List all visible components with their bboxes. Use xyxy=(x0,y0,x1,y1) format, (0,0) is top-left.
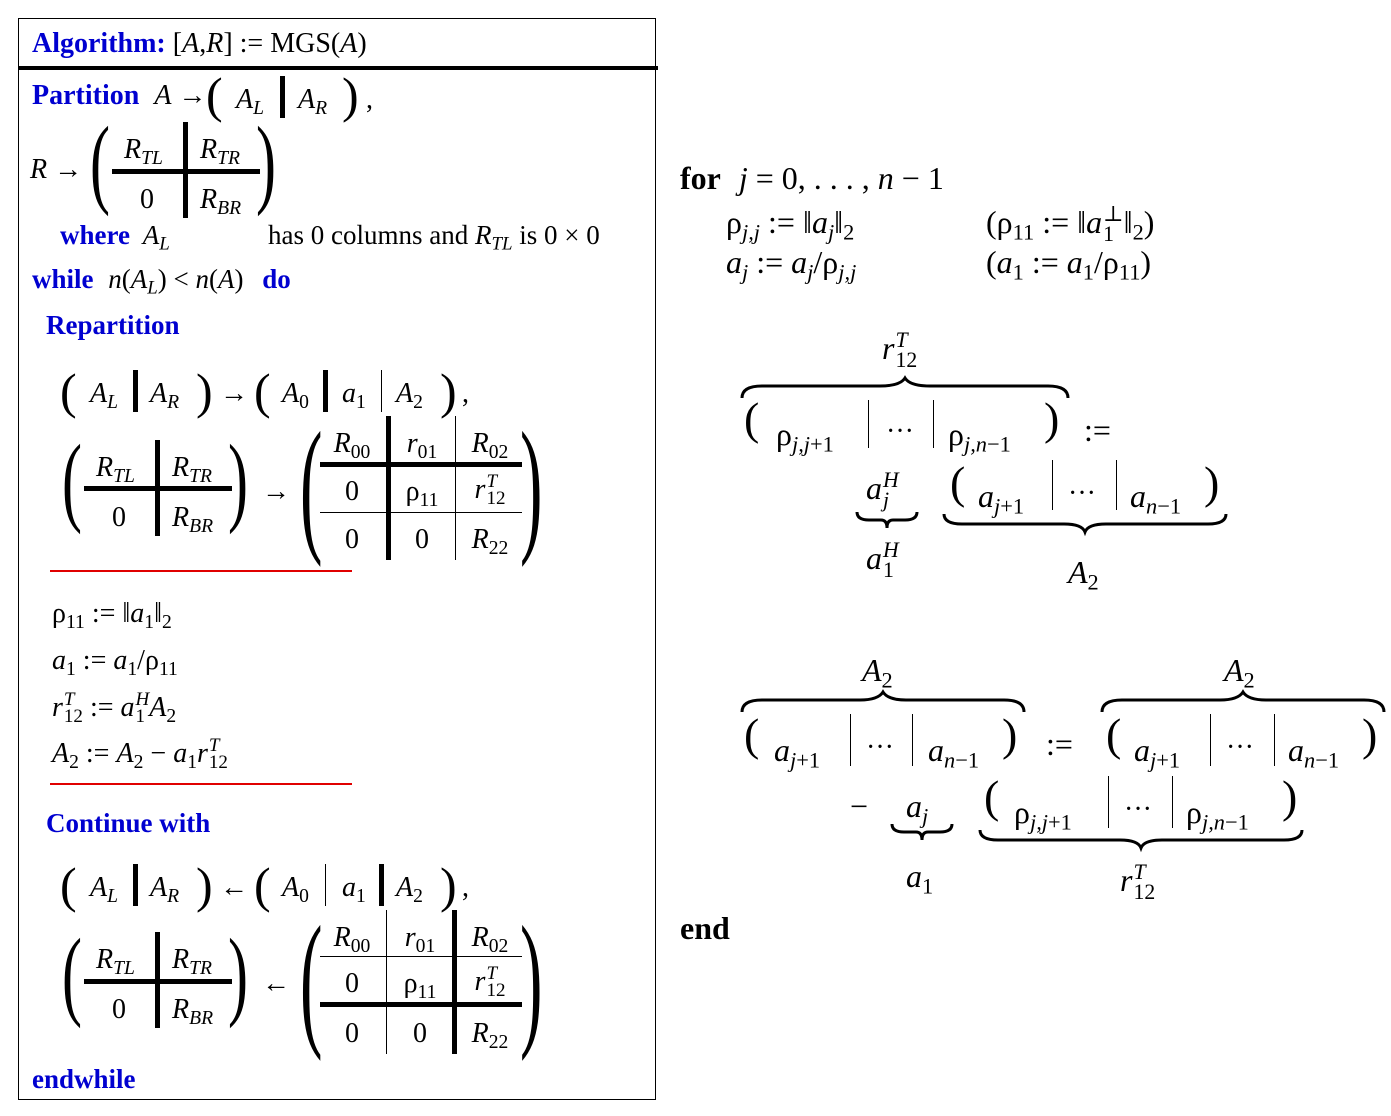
line2-right: (a1 := a1/ρ11) xyxy=(986,244,1152,285)
endwhile-kw: endwhile xyxy=(32,1064,136,1094)
dots: ··· xyxy=(1226,732,1254,763)
assign: := xyxy=(1084,412,1111,448)
underbrace xyxy=(890,823,954,841)
overbrace xyxy=(740,689,1026,713)
while-kw: while xyxy=(32,264,94,294)
dots: ··· xyxy=(886,416,914,447)
where-line: where AL xyxy=(60,220,170,255)
dots: ··· xyxy=(1068,478,1096,509)
algorithm-title-rule xyxy=(18,66,658,70)
algorithm-box xyxy=(18,18,656,1100)
thick-divider xyxy=(280,76,285,118)
where-text2: is 0 × 0 xyxy=(519,220,600,250)
red-rule xyxy=(50,783,352,785)
paren: ( xyxy=(90,106,110,217)
minus: − xyxy=(850,788,869,824)
matrix-cell: AL xyxy=(236,84,265,119)
do-kw: do xyxy=(262,264,291,294)
where-text: has 0 columns and xyxy=(268,220,469,250)
algorithm-signature: [A,R] := MGS(A) xyxy=(172,28,367,59)
paren: ( xyxy=(206,67,223,123)
overbrace xyxy=(740,375,1070,399)
r-partition: R → xyxy=(30,154,83,185)
label-A2: A2 xyxy=(1224,652,1255,693)
update-rho: ρ11 := ‖a1‖2 xyxy=(52,598,172,633)
line1-left: ρj,j := ‖aj‖2 xyxy=(726,204,855,245)
underbrace xyxy=(855,511,919,529)
for-kw: for xyxy=(680,160,721,196)
assign: := xyxy=(1046,726,1073,762)
paren: ) xyxy=(342,67,359,123)
update-a1: a1 := a1/ρ11 xyxy=(52,645,178,680)
algorithm-kw: Algorithm: xyxy=(32,28,166,59)
label-A2: A2 xyxy=(1068,554,1099,595)
where-kw: where xyxy=(60,220,130,250)
label-a1: a1 xyxy=(906,858,934,899)
while-line: while n(AL) < n(A) do xyxy=(32,264,291,299)
line1-right: (ρ11 := ‖a⊥1‖2) xyxy=(986,202,1155,246)
for-line: for j = 0, . . . , n − 1 xyxy=(680,160,944,196)
partition-kw: Partition xyxy=(32,80,140,111)
underbrace xyxy=(978,829,1304,853)
paren: ) xyxy=(256,106,276,217)
partition-line: Partition A → xyxy=(32,80,207,111)
matrix-cell: AR xyxy=(298,84,328,119)
red-rule xyxy=(50,570,352,572)
dots: ··· xyxy=(866,732,894,763)
repartition-kw: Repartition xyxy=(46,310,180,340)
underbrace xyxy=(942,513,1228,537)
continue-kw: Continue with xyxy=(46,808,211,838)
label-A2: A2 xyxy=(862,652,893,693)
dots: ··· xyxy=(1124,794,1152,825)
line2-left: aj := aj/ρj,j xyxy=(726,244,857,285)
end-kw: end xyxy=(680,910,730,946)
overbrace xyxy=(1100,689,1386,713)
algorithm-title: Algorithm: [A,R] := MGS(A) xyxy=(32,30,367,58)
